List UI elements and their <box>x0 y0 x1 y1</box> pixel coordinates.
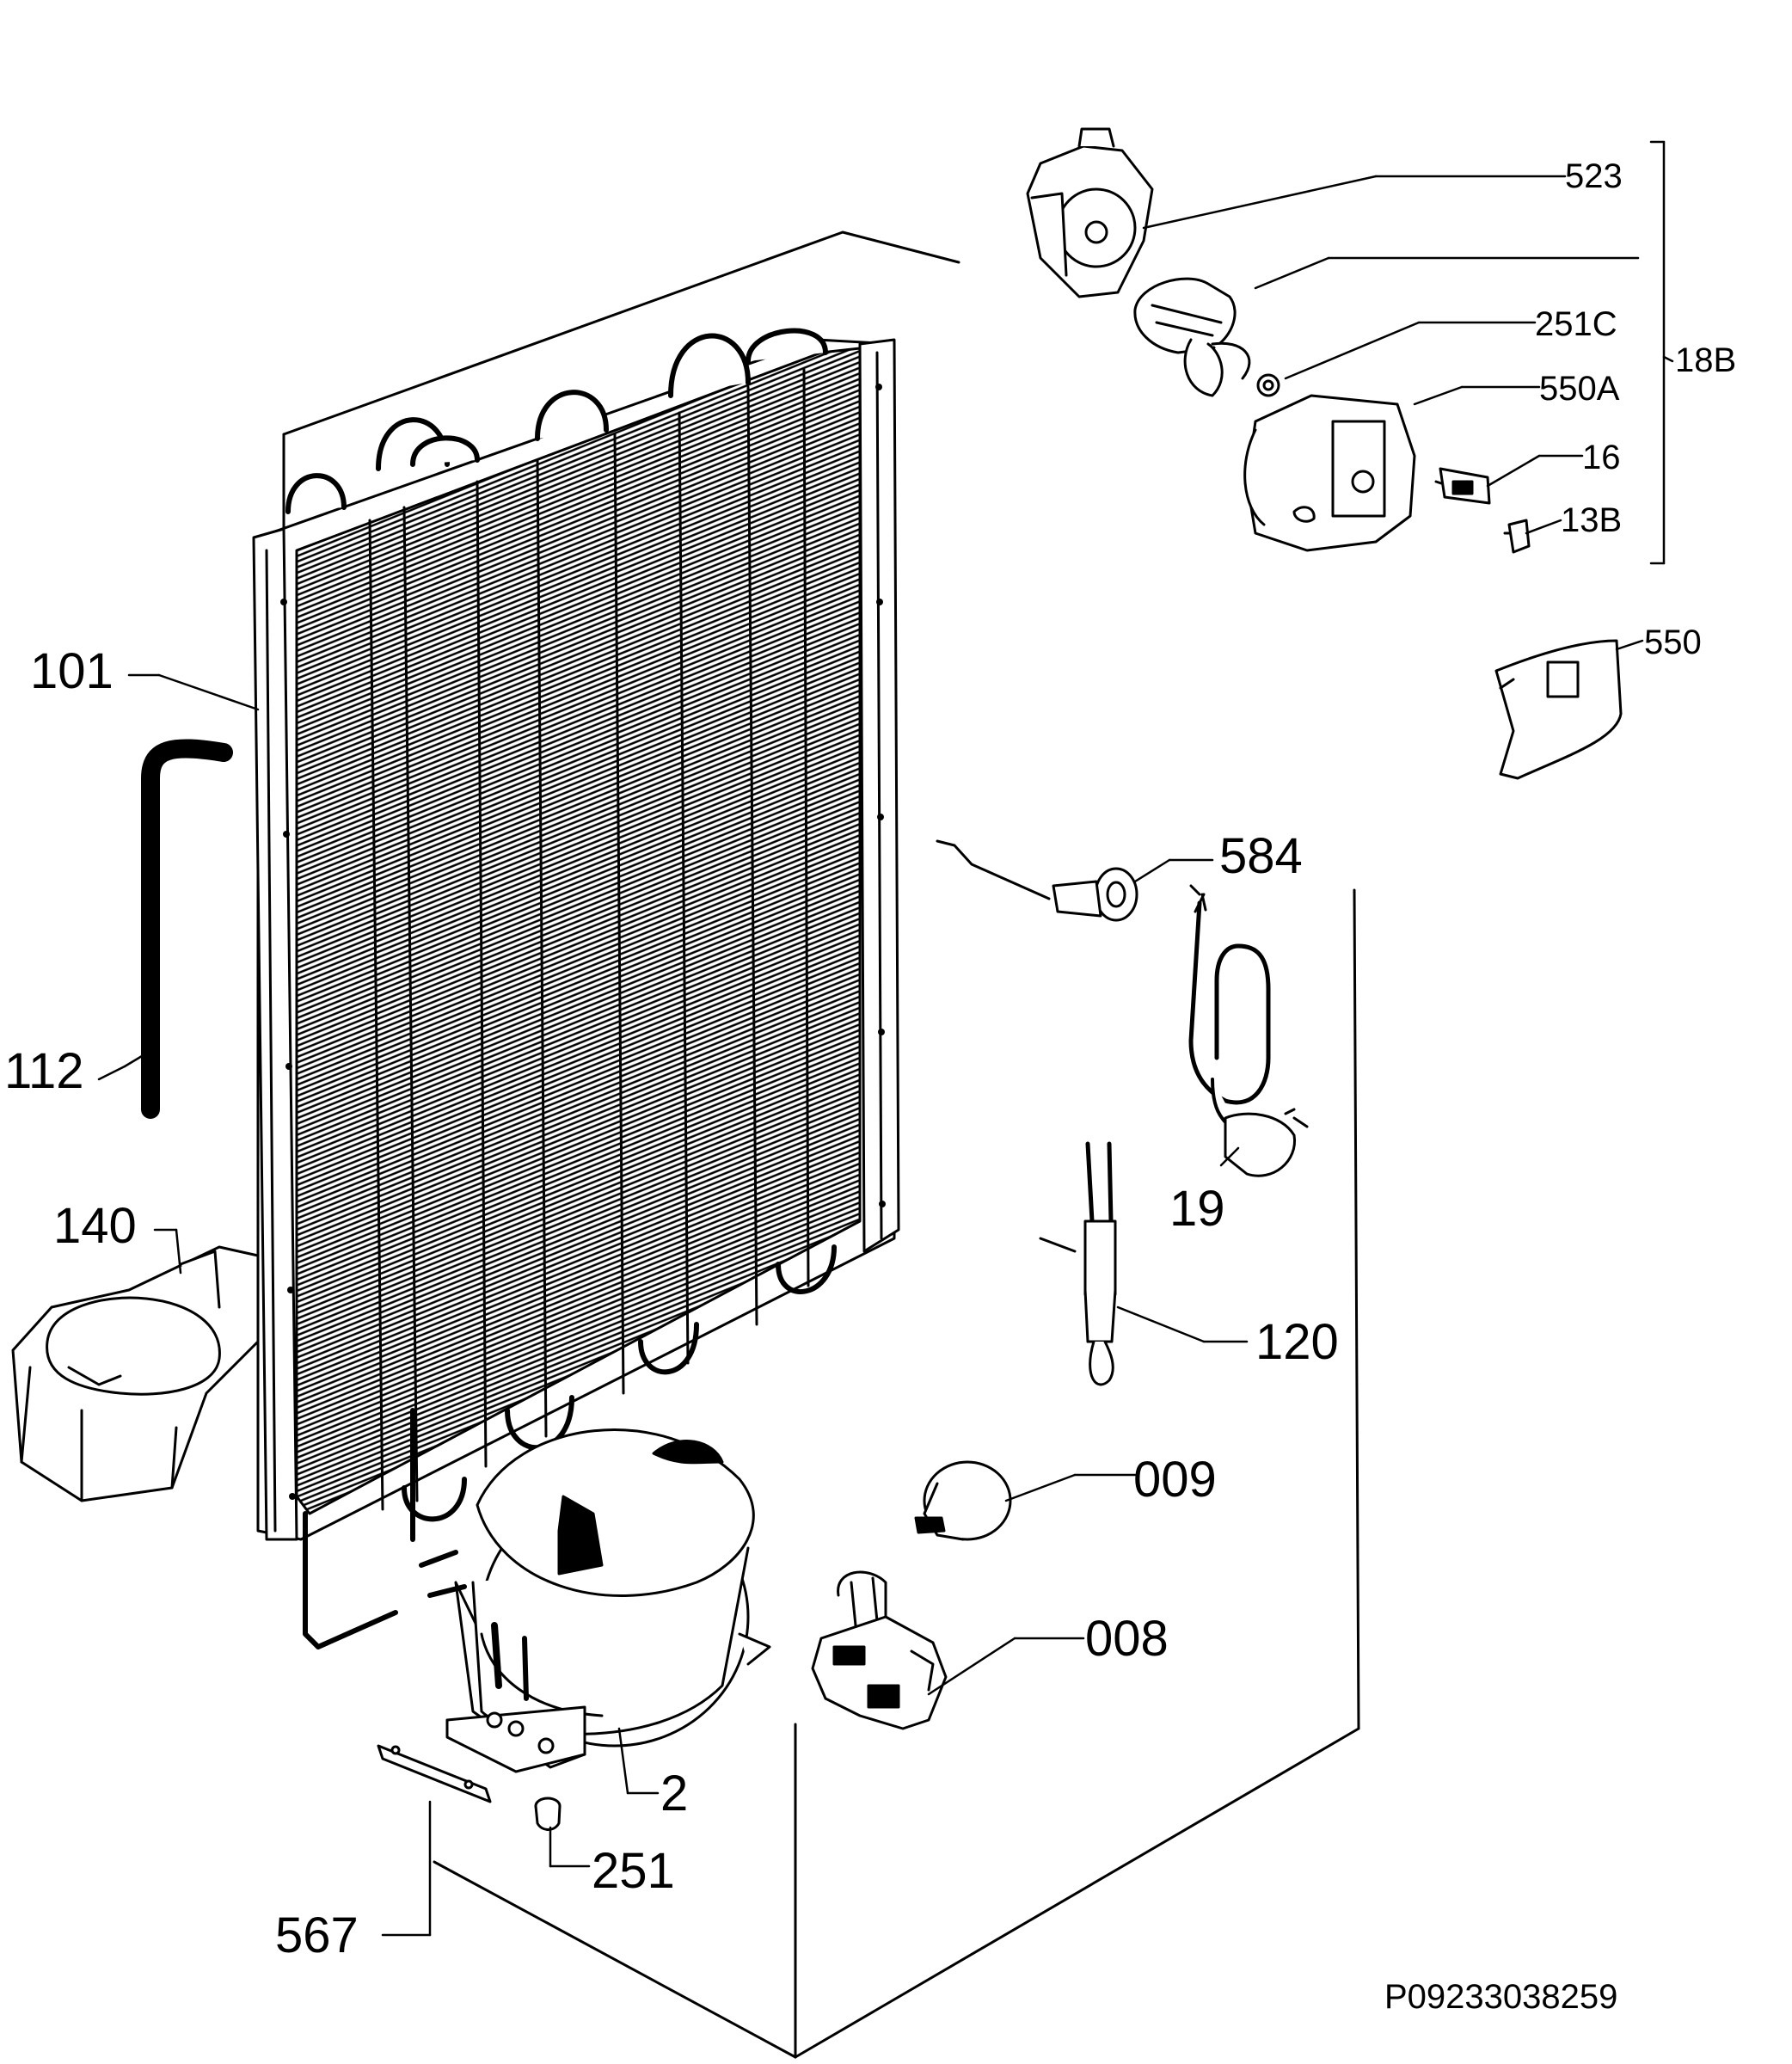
heater-cable <box>1188 884 1309 1177</box>
leader-lines <box>97 140 1674 1937</box>
fan-cover <box>1243 394 1416 552</box>
drawing-code: P09233038259 <box>1384 1978 1617 2016</box>
label-009: 009 <box>1133 1452 1217 1508</box>
label-550: 550 <box>1644 624 1702 661</box>
label-584: 584 <box>1219 828 1303 884</box>
label-16: 16 <box>1582 439 1621 476</box>
drip-tray <box>11 1245 260 1502</box>
label-101: 101 <box>30 643 114 699</box>
mounting-strip <box>377 1744 492 1803</box>
fan-nut <box>1256 373 1280 397</box>
switch <box>1434 467 1491 505</box>
label-251: 251 <box>592 1843 675 1899</box>
label-13b: 13B <box>1561 501 1622 539</box>
grommet <box>534 1797 562 1831</box>
defrost-sensor <box>1039 1141 1117 1386</box>
part-labels: 523 251C 550A 16 13B 18B 550 101 112 140… <box>4 157 1736 2016</box>
label-19: 19 <box>1169 1181 1225 1237</box>
label-567: 567 <box>275 1907 359 1963</box>
label-523: 523 <box>1565 157 1623 195</box>
fan-housing <box>1026 127 1154 298</box>
label-008: 008 <box>1085 1611 1169 1667</box>
sensor-probe <box>936 839 1138 922</box>
label-550a: 550A <box>1539 370 1620 408</box>
thermal-protector <box>914 1460 1012 1541</box>
label-140: 140 <box>53 1198 137 1254</box>
lamp-cover <box>1494 639 1623 780</box>
compressor <box>419 1428 771 1773</box>
start-relay <box>811 1570 948 1730</box>
label-18b: 18B <box>1675 341 1736 379</box>
condenser <box>252 328 900 1649</box>
label-112: 112 <box>4 1043 83 1099</box>
label-251c: 251C <box>1535 305 1617 343</box>
lamp-holder <box>1503 519 1531 554</box>
drain-hose <box>141 739 233 1119</box>
label-120: 120 <box>1255 1314 1339 1370</box>
label-2: 2 <box>660 1766 688 1821</box>
fan-motor <box>1133 277 1251 397</box>
